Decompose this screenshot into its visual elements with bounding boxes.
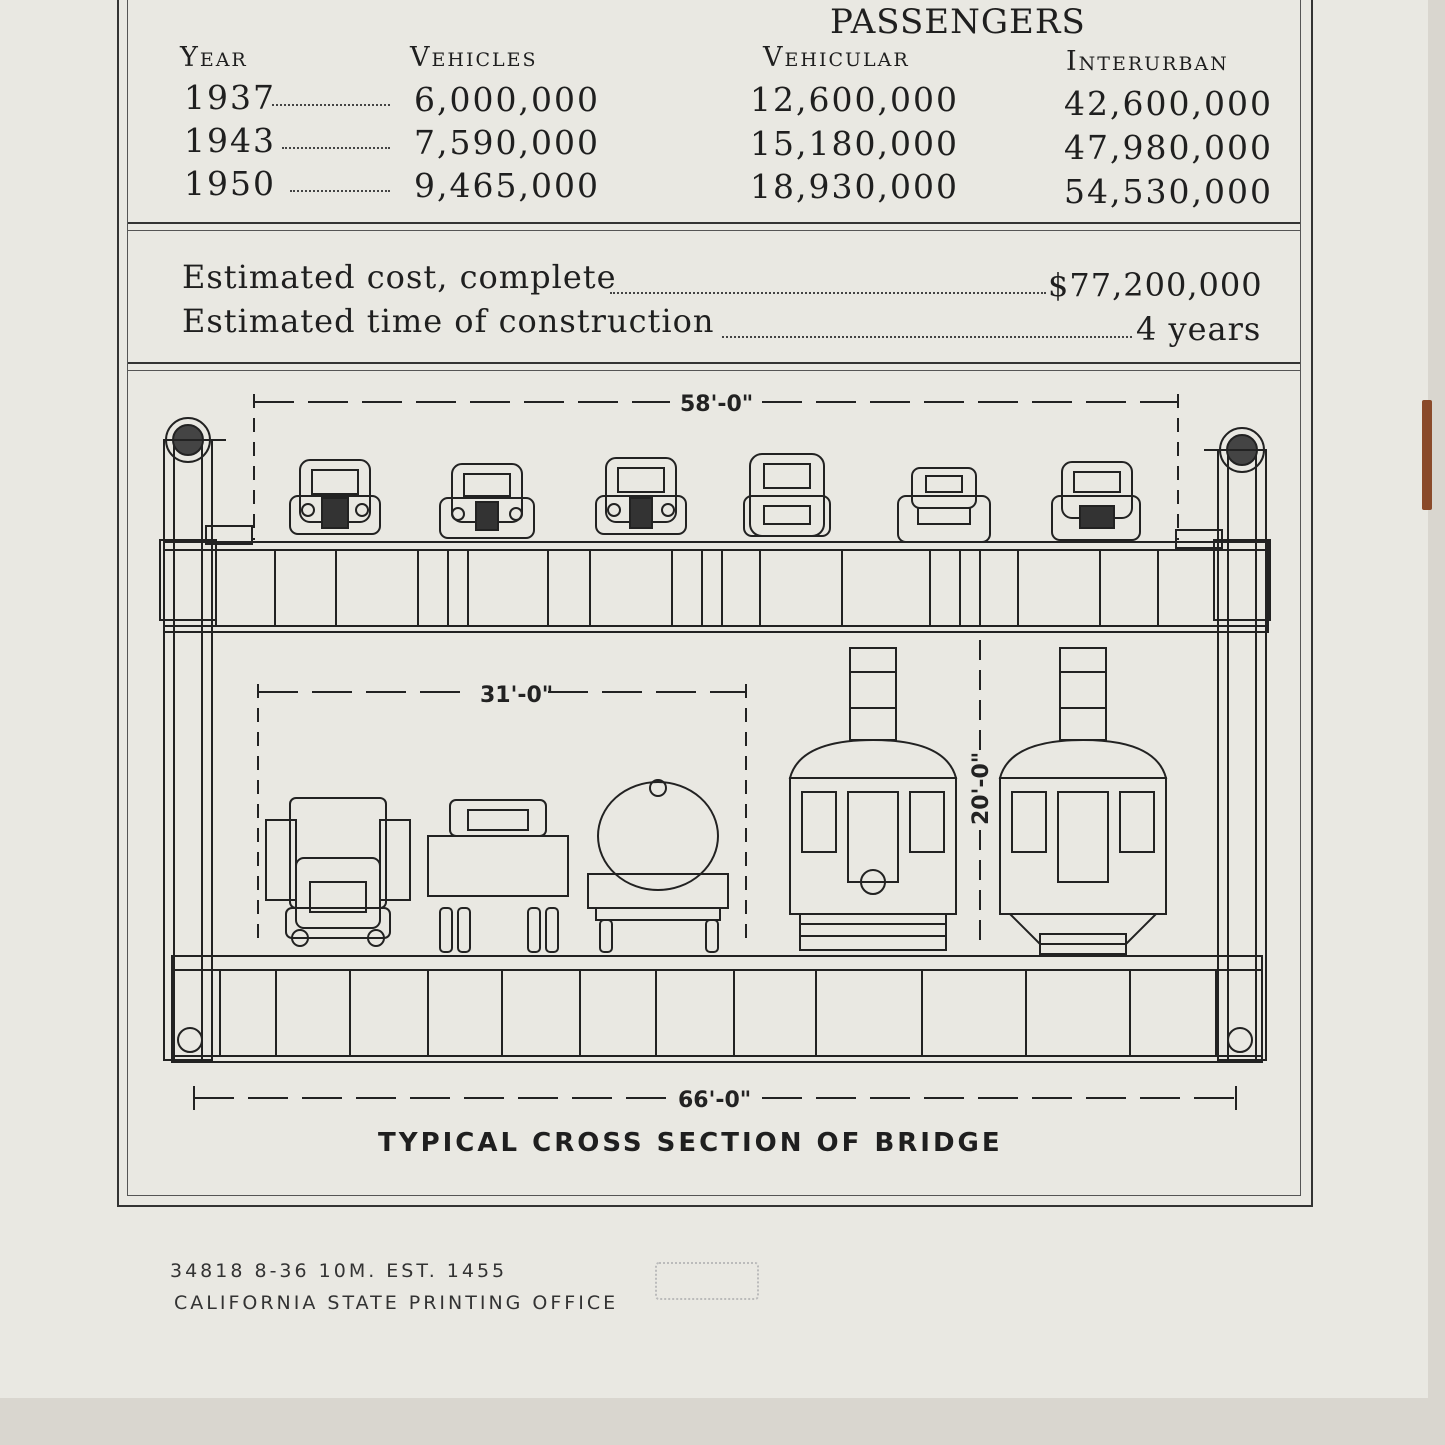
faded-stamp-mark <box>655 1262 759 1300</box>
row-1937-vehicular: 12,600,000 <box>750 80 959 119</box>
table-divider <box>128 222 1300 231</box>
row-1937-interurban: 42,600,000 <box>1064 84 1273 123</box>
interurban-cars <box>788 647 1168 955</box>
imprint-line-2: CALIFORNIA STATE PRINTING OFFICE <box>174 1292 619 1314</box>
row-1943-interurban: 47,980,000 <box>1064 128 1273 167</box>
estimated-time-label: Estimated time of construction <box>182 302 715 340</box>
document-page: PASSENGERS Year Vehicles Vehicular Inter… <box>0 0 1432 1398</box>
row-1937-vehicles: 6,000,000 <box>414 80 600 119</box>
row-1943-leader <box>282 147 390 149</box>
estimated-time-leader <box>722 336 1132 338</box>
col-vehicular-header: Vehicular <box>763 42 910 73</box>
row-1950-leader <box>290 190 390 192</box>
row-1943-vehicles: 7,590,000 <box>414 123 600 162</box>
col-interurban-header: Interurban <box>1066 46 1229 77</box>
dim-20-label: 20'-0" <box>969 752 994 825</box>
estimated-cost-label: Estimated cost, complete <box>182 258 617 296</box>
col-year-header: Year <box>180 42 248 73</box>
row-1950-vehicular: 18,930,000 <box>750 167 959 206</box>
estimated-cost-leader <box>610 292 1046 294</box>
row-1943-vehicular: 15,180,000 <box>750 124 959 163</box>
estimated-time-value: 4 years <box>1136 310 1262 348</box>
passengers-header: PASSENGERS <box>830 2 1086 42</box>
row-1943-year: 1943 <box>184 121 276 160</box>
lower-deck-trucks <box>265 779 729 953</box>
page-frame-outer <box>117 0 1313 1207</box>
row-1937-year: 1937 <box>184 78 276 117</box>
row-1937-leader <box>272 104 390 106</box>
dim-58-label: 58'-0" <box>680 392 753 417</box>
row-1950-interurban: 54,530,000 <box>1064 172 1273 211</box>
bridge-cross-section-diagram: 58'-0" <box>159 392 1271 1113</box>
binding-spine <box>1422 400 1432 510</box>
row-1950-vehicles: 9,465,000 <box>414 166 600 205</box>
estimated-cost-value: $77,200,000 <box>1048 266 1263 304</box>
upper-deck-cars <box>289 453 1141 543</box>
dim-31-label: 31'-0" <box>480 683 553 708</box>
row-1950-year: 1950 <box>184 164 276 203</box>
page-frame-inner <box>127 0 1301 1196</box>
imprint-line-1: 34818 8-36 10M. EST. 1455 <box>170 1260 508 1282</box>
dim-66-label: 66'-0" <box>678 1088 751 1113</box>
estimates-divider <box>128 362 1300 371</box>
diagram-caption: TYPICAL CROSS SECTION OF BRIDGE <box>378 1128 1003 1158</box>
col-vehicles-header: Vehicles <box>410 42 538 73</box>
